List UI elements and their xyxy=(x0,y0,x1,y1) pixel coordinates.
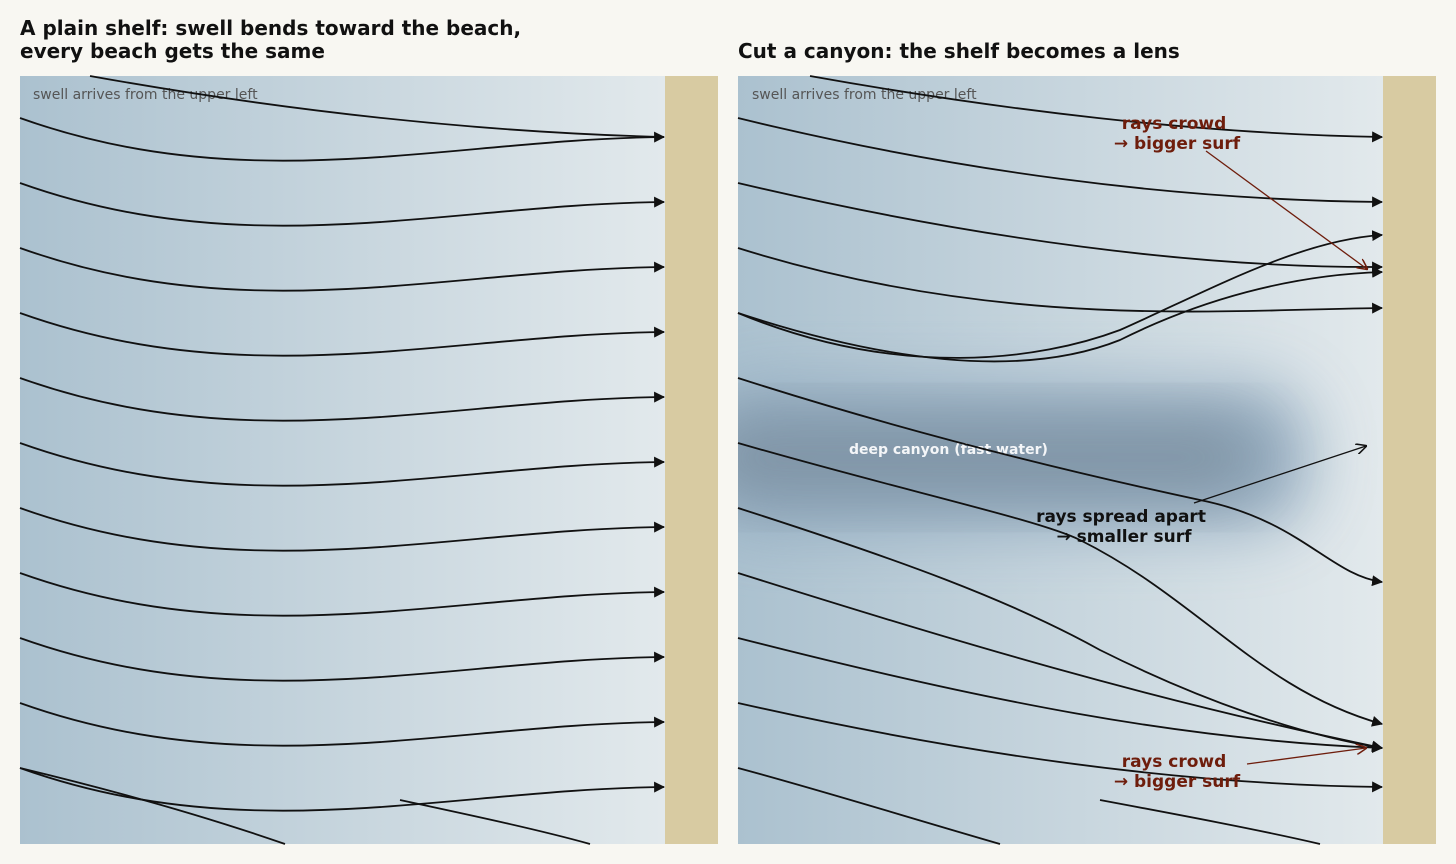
crowd-bottom-note: rays crowd → bigger surf xyxy=(1114,752,1241,792)
left-beach xyxy=(665,76,718,844)
canyon-core xyxy=(738,420,1260,495)
wave-ray xyxy=(737,377,1384,587)
crowd-bottom-arrow xyxy=(1246,748,1366,765)
spread-note: rays spread apart → smaller surf xyxy=(1036,507,1212,547)
right-beach xyxy=(1383,76,1436,844)
wave-ray xyxy=(737,182,1384,273)
wave-ray xyxy=(19,442,666,487)
wave-ray xyxy=(19,637,666,682)
wave-ray xyxy=(19,767,666,812)
spread-arrow xyxy=(1193,446,1366,504)
wave-ray xyxy=(737,442,1384,727)
left-water xyxy=(20,76,665,844)
right-panel-title: Cut a canyon: the shelf becomes a lens xyxy=(738,39,1180,63)
wave-ray xyxy=(809,75,1384,143)
wave-ray xyxy=(1099,799,1321,845)
wave-ray xyxy=(737,230,1384,359)
wave-ray xyxy=(737,637,1384,754)
wave-ray xyxy=(737,507,1384,752)
left-panel: swell arrives from the upper left xyxy=(19,75,718,845)
left-rays xyxy=(19,75,666,845)
crowd-top-line1: rays crowd xyxy=(1122,114,1226,134)
crowd-bottom-line1: rays crowd xyxy=(1122,752,1226,772)
wave-ray xyxy=(737,702,1384,793)
wave-ray xyxy=(737,572,1384,752)
right-rays xyxy=(737,75,1384,845)
wave-ray xyxy=(399,799,591,845)
crowd-top-arrow xyxy=(1205,150,1367,269)
wave-ray xyxy=(737,767,1001,845)
spread-line1: rays spread apart xyxy=(1036,507,1206,527)
wave-ray xyxy=(19,247,666,292)
wave-ray xyxy=(737,247,1384,314)
wave-ray xyxy=(89,75,665,138)
wave-ray xyxy=(737,117,1384,208)
wave-ray xyxy=(19,572,666,617)
right-swell-note: swell arrives from the upper left xyxy=(752,87,977,103)
wave-ray xyxy=(19,117,666,162)
left-title-line1: A plain shelf: swell bends toward the be… xyxy=(20,16,522,40)
left-swell-note: swell arrives from the upper left xyxy=(33,87,258,103)
left-panel-title: A plain shelf: swell bends toward the be… xyxy=(20,17,700,63)
crowd-bottom-line2: → bigger surf xyxy=(1114,772,1241,792)
wave-ray xyxy=(19,182,666,227)
canyon-label: deep canyon (fast water) xyxy=(849,442,1048,458)
wave-ray xyxy=(19,507,666,552)
crowd-top-note: rays crowd → bigger surf xyxy=(1114,114,1241,154)
wave-ray xyxy=(737,266,1384,363)
spread-line2: → smaller surf xyxy=(1057,527,1193,547)
wave-ray xyxy=(19,312,666,357)
right-panel: swell arrives from the upper left deep c… xyxy=(737,75,1436,845)
wave-ray xyxy=(19,702,666,747)
left-title-line2: every beach gets the same xyxy=(20,39,325,63)
wave-ray xyxy=(19,767,286,845)
wave-ray xyxy=(19,377,666,422)
crowd-top-line2: → bigger surf xyxy=(1114,134,1241,154)
